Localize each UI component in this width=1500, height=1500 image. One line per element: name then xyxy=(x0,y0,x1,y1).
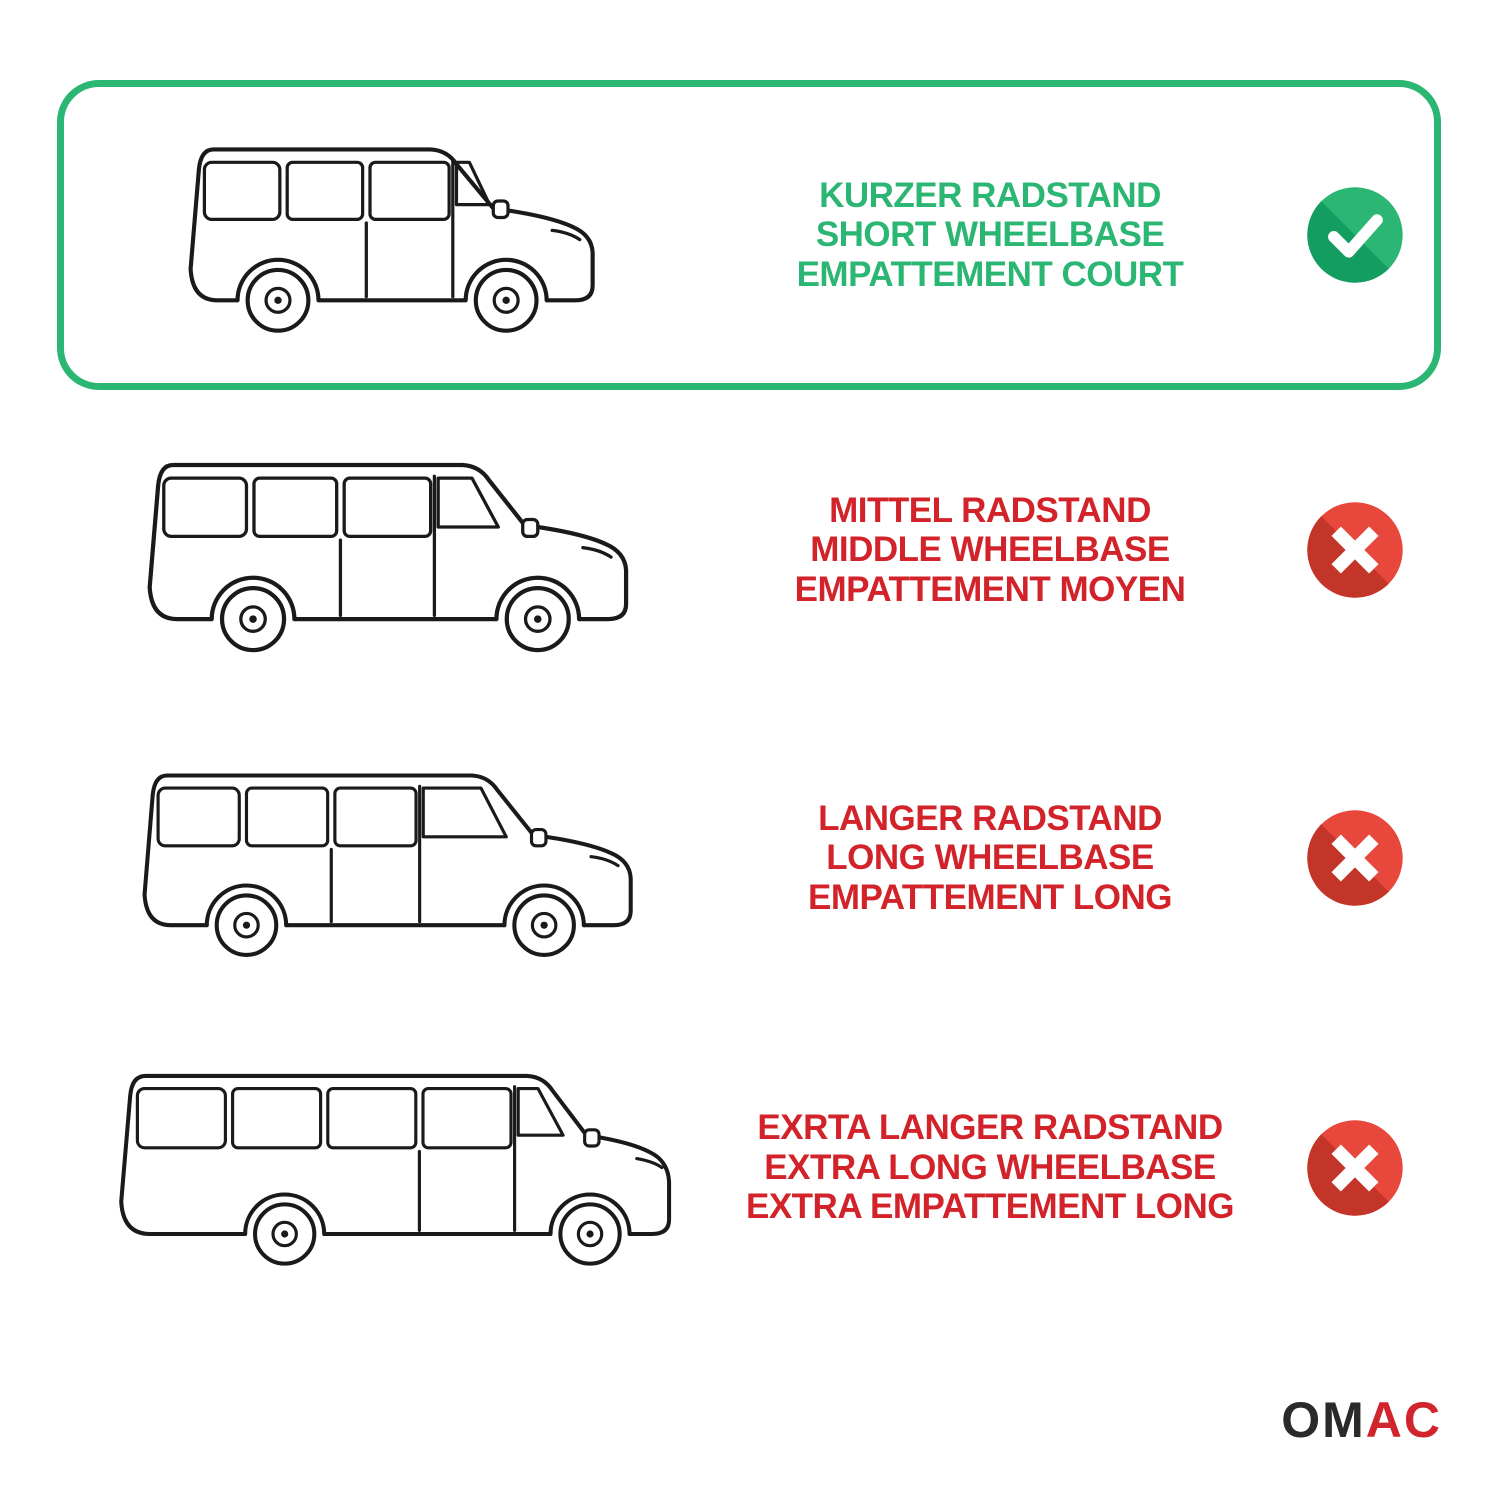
label-line-de: LANGER RADSTAND xyxy=(818,798,1162,838)
label-line-en: LONG WHEELBASE xyxy=(826,838,1154,878)
extra-long-wheelbase-van-illustration xyxy=(119,1073,672,1274)
wheelbase-option-short: KURZER RADSTAND SHORT WHEELBASE EMPATTEM… xyxy=(0,92,1500,378)
check-icon xyxy=(1307,187,1403,283)
long-wheelbase-van-illustration xyxy=(142,773,633,965)
long-van-slot xyxy=(0,743,740,973)
long-wheelbase-label: LANGER RADSTAND LONG WHEELBASE EMPATTEME… xyxy=(740,799,1240,918)
cross-icon xyxy=(1307,1119,1403,1216)
extra-long-wheelbase-status xyxy=(1240,1115,1470,1221)
label-line-de: KURZER RADSTAND xyxy=(819,175,1161,215)
middle-wheelbase-status xyxy=(1240,497,1470,603)
wheelbase-option-middle: MITTEL RADSTAND MIDDLE WHEELBASE EMPATTE… xyxy=(0,425,1500,675)
label-line-en: MIDDLE WHEELBASE xyxy=(810,530,1170,570)
label-line-en: EXTRA LONG WHEELBASE xyxy=(764,1147,1216,1187)
short-wheelbase-label: KURZER RADSTAND SHORT WHEELBASE EMPATTEM… xyxy=(740,176,1240,295)
middle-wheelbase-van-illustration xyxy=(147,462,628,660)
selected-option-highlight-border xyxy=(57,80,1441,390)
short-wheelbase-status xyxy=(1240,182,1470,288)
wheelbase-option-extra-long: EXRTA LANGER RADSTAND EXTRA LONG WHEELBA… xyxy=(0,1040,1500,1295)
logo-text-red: AC xyxy=(1365,1392,1442,1448)
label-line-de: MITTEL RADSTAND xyxy=(829,490,1151,530)
middle-van-slot xyxy=(0,433,740,668)
extra-long-van-slot xyxy=(0,1049,740,1287)
long-wheelbase-status xyxy=(1240,805,1470,911)
cross-icon xyxy=(1307,810,1403,906)
label-line-fr: EMPATTEMENT MOYEN xyxy=(794,569,1186,609)
wheelbase-option-long: LANGER RADSTAND LONG WHEELBASE EMPATTEME… xyxy=(0,733,1500,983)
short-van-slot xyxy=(0,120,740,350)
label-line-fr: EMPATTEMENT LONG xyxy=(807,877,1173,917)
extra-long-wheelbase-label: EXRTA LANGER RADSTAND EXTRA LONG WHEELBA… xyxy=(740,1108,1240,1227)
short-wheelbase-van-illustration xyxy=(188,147,595,341)
label-line-fr: EXTRA EMPATTEMENT LONG xyxy=(745,1187,1235,1227)
logo-text-dark: OM xyxy=(1281,1392,1366,1448)
label-line-de: EXRTA LANGER RADSTAND xyxy=(757,1108,1223,1148)
omac-logo: OMAC xyxy=(1281,1395,1442,1445)
label-line-en: SHORT WHEELBASE xyxy=(815,215,1165,255)
cross-icon xyxy=(1307,502,1403,598)
label-line-fr: EMPATTEMENT COURT xyxy=(796,254,1184,294)
middle-wheelbase-label: MITTEL RADSTAND MIDDLE WHEELBASE EMPATTE… xyxy=(740,491,1240,610)
